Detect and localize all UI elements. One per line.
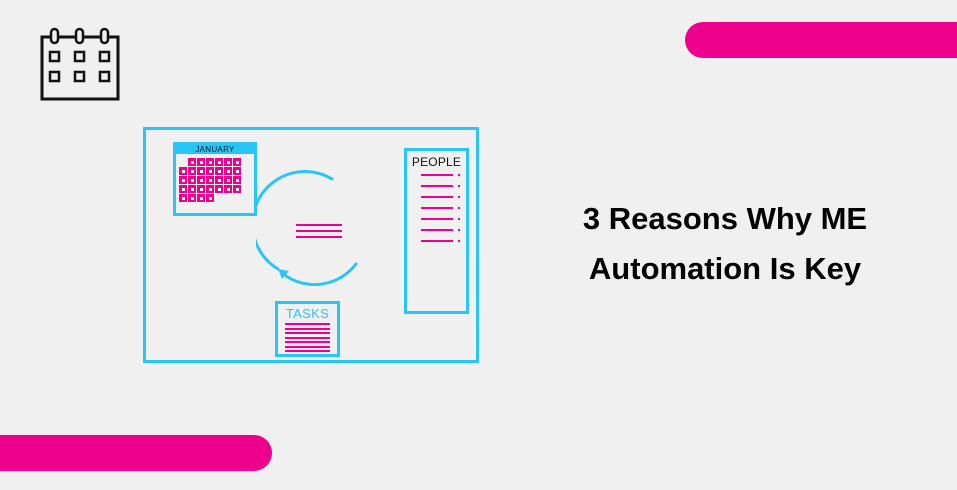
person-entry-line <box>421 218 453 220</box>
task-line <box>285 345 330 348</box>
calendar-day <box>188 185 196 193</box>
calendar-day <box>197 194 205 202</box>
calendar-day <box>215 176 223 184</box>
person-entry-line <box>421 229 453 231</box>
calendar-day <box>197 167 205 175</box>
calendar-day <box>224 176 232 184</box>
calendar-day <box>215 158 223 166</box>
person-entry-dot <box>458 218 460 220</box>
calendar-day <box>179 185 187 193</box>
calendar-day <box>188 194 196 202</box>
calendar-day <box>233 158 241 166</box>
person-entry-dot <box>458 196 460 198</box>
person-entry-dot <box>458 174 460 176</box>
people-card: PEOPLE <box>404 148 469 314</box>
calendar-day <box>233 185 241 193</box>
planner-board-frame <box>143 127 479 363</box>
bottom-pink-bar <box>0 435 272 471</box>
tasks-label: TASKS <box>285 306 330 321</box>
cycle-arrow-icon <box>256 170 358 286</box>
calendar-day <box>188 158 196 166</box>
task-line <box>285 350 330 352</box>
person-entry-line <box>421 185 453 187</box>
task-line <box>285 332 330 334</box>
task-line <box>285 341 330 343</box>
tasks-card: TASKS <box>275 301 340 357</box>
calendar-day <box>188 167 196 175</box>
person-entry-dot <box>458 207 460 209</box>
calendar-day <box>233 176 241 184</box>
calendar-day <box>215 167 223 175</box>
headline: 3 Reasons Why ME Automation Is Key <box>530 194 920 294</box>
month-label: JANUARY <box>176 145 254 154</box>
task-line <box>285 327 330 330</box>
calendar-day <box>224 167 232 175</box>
calendar-day <box>215 185 223 193</box>
person-entry-dot <box>458 185 460 187</box>
center-lines-icon <box>296 224 342 238</box>
calendar-day <box>224 158 232 166</box>
person-entry-dot <box>458 240 460 242</box>
calendar-day <box>206 167 214 175</box>
headline-line-2: Automation Is Key <box>588 251 862 286</box>
calendar-day <box>197 176 205 184</box>
calendar-day <box>179 167 187 175</box>
calendar-day <box>197 158 205 166</box>
calendar-day <box>179 176 187 184</box>
calendar-day <box>206 194 214 202</box>
calendar-day <box>188 176 196 184</box>
calendar-day <box>197 185 205 193</box>
people-label: PEOPLE <box>411 155 462 169</box>
headline-line-1: 3 Reasons Why ME <box>582 201 868 236</box>
calendar-day <box>224 185 232 193</box>
person-entry-line <box>421 240 453 242</box>
calendar-day <box>206 185 214 193</box>
month-calendar-card: JANUARY <box>173 142 257 216</box>
person-entry-line <box>421 207 453 209</box>
task-line <box>285 336 330 339</box>
calendar-day <box>206 158 214 166</box>
person-entry-line <box>421 174 453 176</box>
person-entry-dot <box>458 229 460 231</box>
calendar-icon <box>40 27 120 101</box>
calendar-day <box>206 176 214 184</box>
task-line <box>285 323 330 325</box>
calendar-day <box>179 194 187 202</box>
top-pink-bar <box>685 22 957 58</box>
calendar-day <box>233 167 241 175</box>
person-entry-line <box>421 196 453 198</box>
